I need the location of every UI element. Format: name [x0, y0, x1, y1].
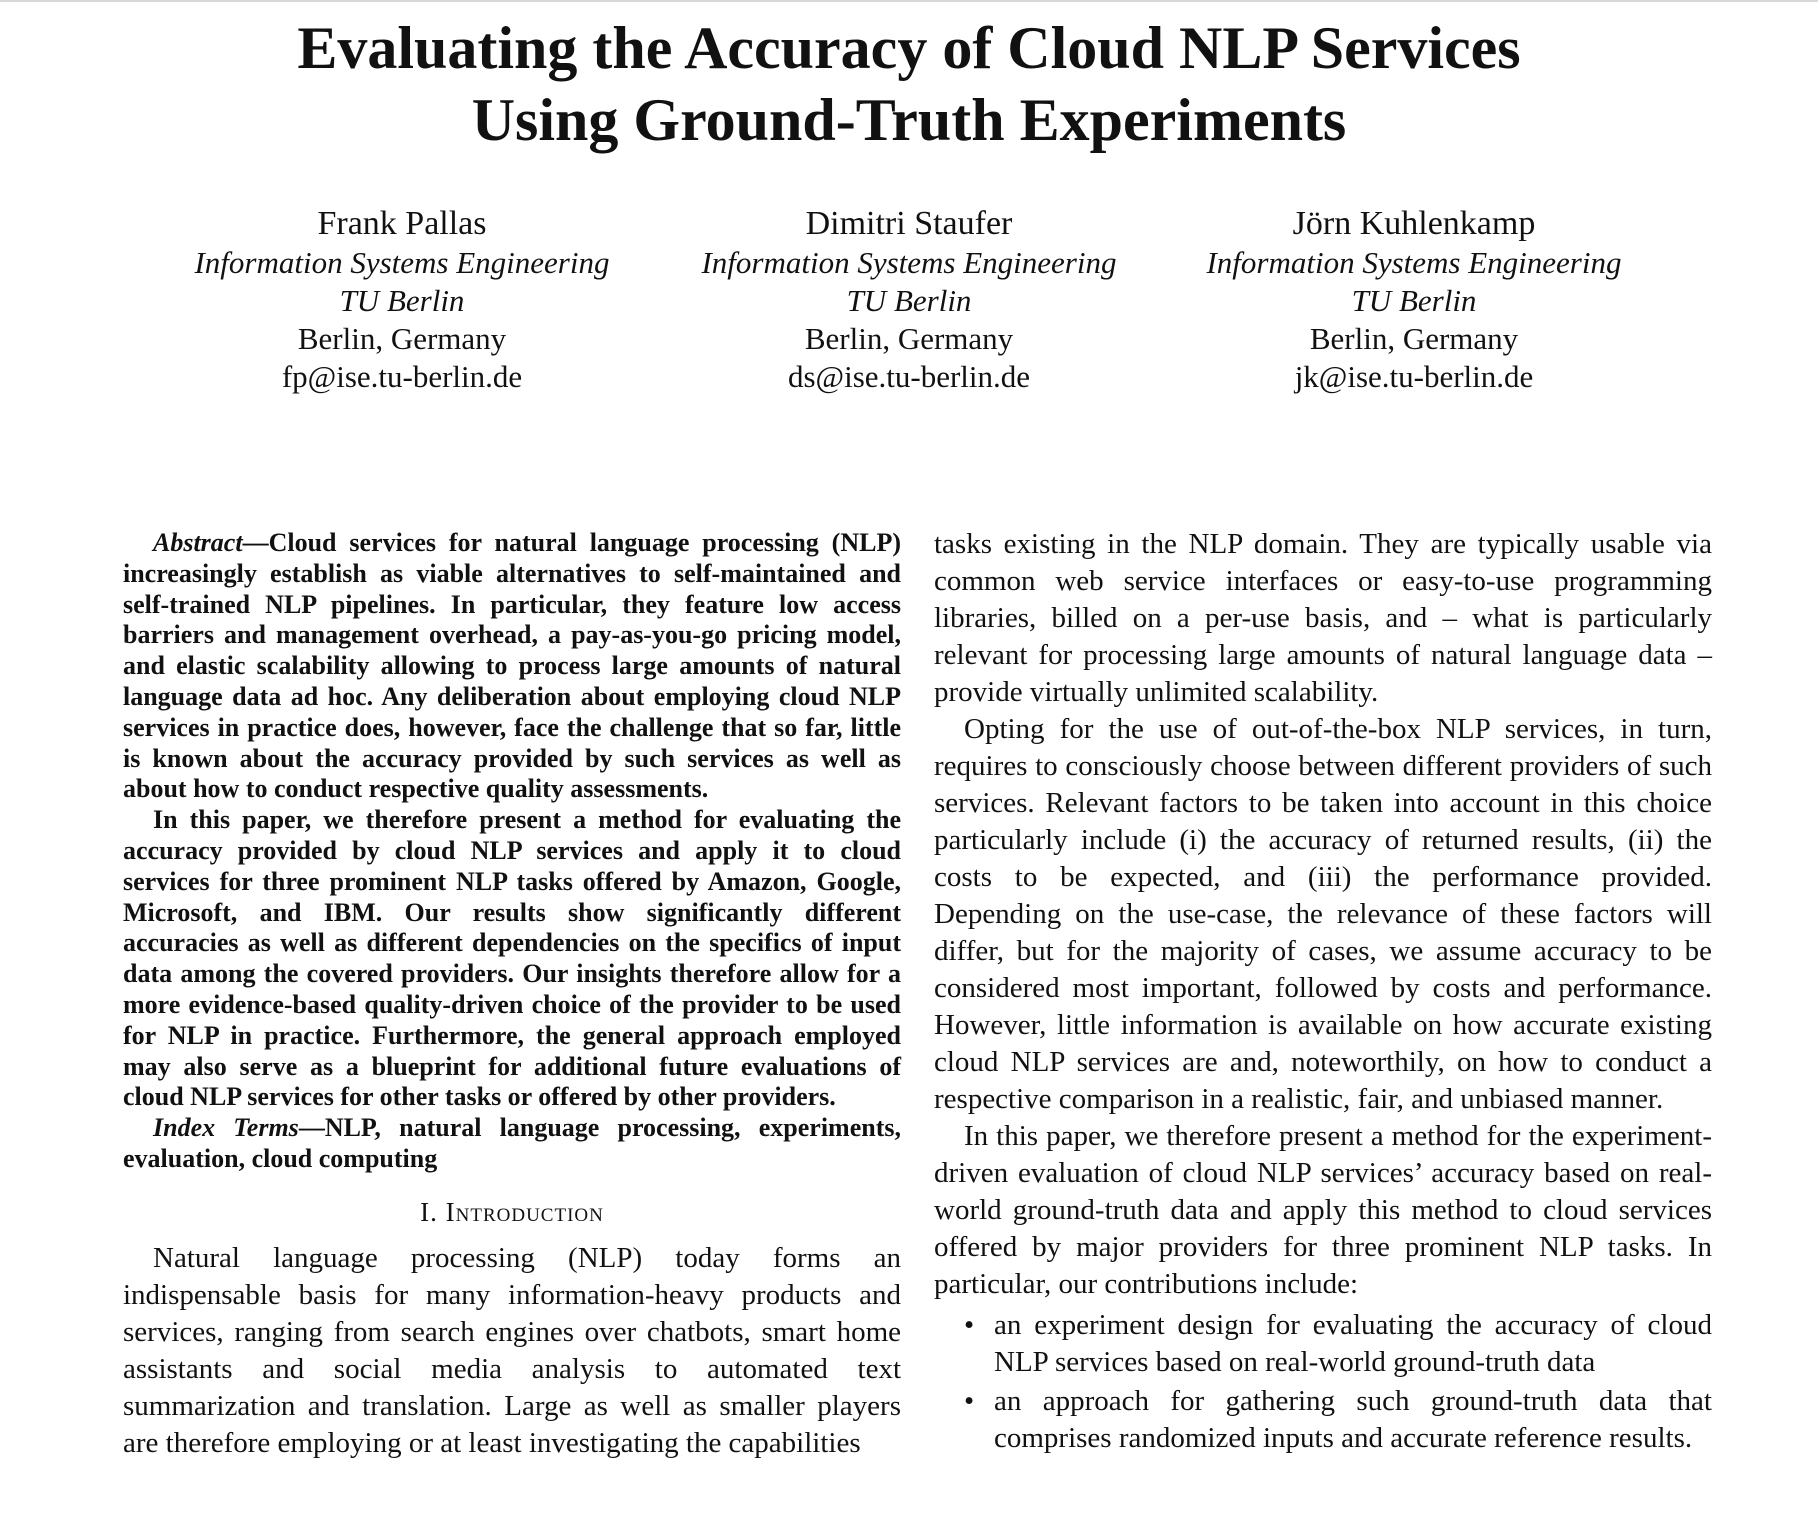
author-3: Jörn Kuhlenkamp Information Systems Engi… [1174, 204, 1654, 396]
intro-paragraph-1: Natural language processing (NLP) today … [123, 1241, 901, 1459]
author-email: ds@ise.tu-berlin.de [787, 359, 1031, 394]
right-column: tasks existing in the NLP domain. They a… [934, 526, 1712, 1459]
intro-body-left: Natural language processing (NLP) today … [123, 1240, 901, 1462]
author-location: Berlin, Germany [804, 321, 1014, 356]
contributions-list: • an experiment design for evaluating the… [934, 1307, 1712, 1457]
abstract-paragraph-1: Abstract—Cloud services for natural lang… [123, 528, 901, 805]
index-terms-label: Index Terms [153, 1113, 299, 1143]
bullet-icon: • [964, 1309, 975, 1341]
intro-paragraph-3: In this paper, we therefore present a me… [934, 1120, 1712, 1300]
list-item-text: an approach for gathering such ground-tr… [994, 1385, 1712, 1454]
paper-title: Evaluating the Accuracy of Cloud NLP Ser… [0, 12, 1818, 156]
list-item: • an experiment design for evaluating the… [934, 1307, 1712, 1381]
intro-body-right: tasks existing in the NLP domain. They a… [934, 526, 1712, 1303]
author-location: Berlin, Germany [1309, 321, 1519, 356]
bullet-icon: • [964, 1385, 975, 1417]
section-heading-introduction: I. Introduction [123, 1197, 901, 1228]
section-title: Introduction [445, 1196, 604, 1227]
abstract-label: Abstract [153, 528, 243, 557]
author-email: jk@ise.tu-berlin.de [1294, 359, 1534, 394]
author-name: Dimitri Staufer [805, 205, 1013, 242]
index-terms-dash: — [298, 1113, 325, 1143]
section-numeral: I. [420, 1196, 438, 1227]
author-location: Berlin, Germany [297, 321, 507, 356]
author-organization: TU Berlin [339, 283, 465, 318]
author-organization: TU Berlin [1351, 283, 1477, 318]
author-1: Frank Pallas Information Systems Enginee… [162, 204, 642, 396]
author-email: fp@ise.tu-berlin.de [281, 359, 523, 394]
page-top-rule [0, 0, 1818, 2]
paper-title-line-1: Evaluating the Accuracy of Cloud NLP Ser… [297, 15, 1521, 81]
author-name: Jörn Kuhlenkamp [1292, 205, 1536, 242]
author-2: Dimitri Staufer Information Systems Engi… [669, 204, 1149, 396]
abstract-dash: — [242, 528, 269, 557]
author-department: Information Systems Engineering [701, 245, 1117, 280]
author-department: Information Systems Engineering [1206, 245, 1622, 280]
abstract: Abstract—Cloud services for natural lang… [123, 528, 901, 1113]
author-department: Information Systems Engineering [194, 245, 610, 280]
paper-title-line-2: Using Ground-Truth Experiments [471, 87, 1347, 153]
index-terms-text: NLP, natural language processing, experi… [123, 1113, 901, 1173]
list-item: • an approach for gathering such ground-t… [934, 1383, 1712, 1457]
index-terms: Index Terms—NLP, natural language proces… [123, 1113, 901, 1175]
list-item-text: an experiment design for evaluating the … [994, 1309, 1712, 1378]
intro-paragraph-2: Opting for the use of out-of-the-box NLP… [934, 713, 1712, 1115]
left-column: Abstract—Cloud services for natural lang… [123, 528, 901, 1462]
author-organization: TU Berlin [846, 283, 972, 318]
author-name: Frank Pallas [317, 205, 487, 242]
abstract-paragraph-2: In this paper, we therefore present a me… [123, 805, 901, 1112]
abstract-text-1: Cloud services for natural language proc… [123, 528, 901, 804]
intro-paragraph-1-continued: tasks existing in the NLP domain. They a… [934, 528, 1712, 708]
